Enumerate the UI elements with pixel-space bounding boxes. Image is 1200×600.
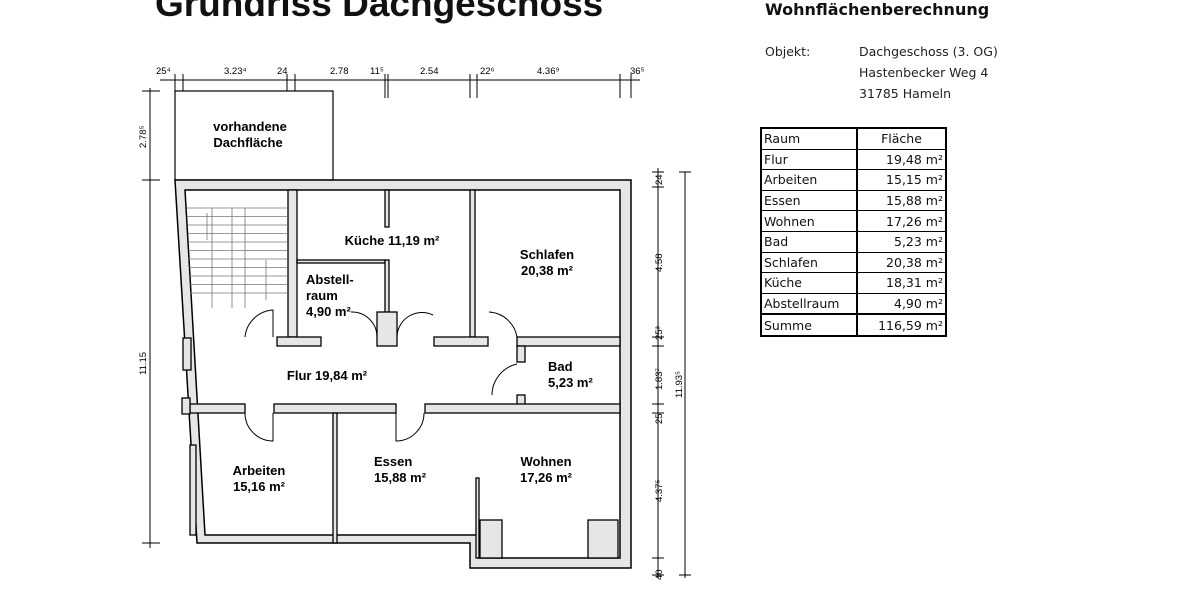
room-label-bad: Bad — [548, 359, 573, 374]
object-line: Dachgeschoss (3. OG) — [859, 44, 998, 59]
dim-label: 22⁶ — [480, 66, 495, 77]
floor-plan: 25⁴ 3.23⁴ 24 2.78 11⁵ 2.54 22⁶ 4.36⁹ 36⁵… — [138, 66, 691, 580]
dim-label: 11.93⁵ — [674, 371, 685, 398]
dimension-lines — [142, 74, 691, 578]
dimension-labels-left: 2.78⁵ 11.15 — [138, 126, 149, 375]
dim-label: 36⁵ — [630, 66, 645, 77]
total-label: Summe — [760, 313, 858, 337]
total-value: 116,59 m² — [856, 313, 947, 337]
dim-label: 11⁵ — [370, 66, 384, 77]
dim-label: 2.54 — [420, 66, 439, 77]
dim-label: 24 — [277, 66, 288, 77]
dim-label: 4.36⁹ — [537, 66, 560, 77]
dim-label: 2.78⁵ — [138, 126, 149, 148]
dimension-labels-top: 25⁴ 3.23⁴ 24 2.78 11⁵ 2.54 22⁶ 4.36⁹ 36⁵ — [156, 66, 645, 77]
area-cell: 4,90 m² — [856, 292, 947, 315]
dim-label: 3.23⁴ — [224, 66, 247, 77]
room-cell: Wohnen — [760, 210, 858, 232]
dim-label: 4.37⁵ — [654, 480, 665, 502]
room-cell: Flur — [760, 148, 858, 171]
dim-label: 40 — [654, 569, 665, 580]
room-label-abstell-area: 4,90 m² — [306, 304, 351, 319]
room-cell: Küche — [760, 272, 858, 294]
object-line: 31785 Hameln — [859, 86, 952, 101]
header-cell: Raum — [760, 127, 858, 150]
roof-area-label: Dachfläche — [213, 135, 282, 150]
room-label-wohnen: Wohnen — [520, 454, 571, 469]
door-swings — [244, 309, 518, 442]
dim-label: 1.83⁷ — [654, 368, 665, 390]
area-cell: 18,31 m² — [856, 272, 947, 294]
room-cell: Arbeiten — [760, 169, 858, 191]
dim-label: 25³ — [654, 326, 665, 340]
area-cell: 20,38 m² — [856, 251, 947, 274]
header-cell: Fläche — [856, 127, 947, 150]
dim-label: 2.78 — [330, 66, 349, 77]
room-labels: Küche 11,19 m² Schlafen 20,38 m² Abstell… — [233, 233, 594, 494]
room-label-schlafen: Schlafen — [520, 247, 574, 262]
area-cell: 15,15 m² — [856, 169, 947, 191]
room-cell: Essen — [760, 189, 858, 212]
room-label-essen-area: 15,88 m² — [374, 470, 427, 485]
room-label-schlafen-area: 20,38 m² — [521, 263, 574, 278]
object-label: Objekt: — [765, 44, 811, 59]
room-label-bad-area: 5,23 m² — [548, 375, 593, 390]
room-label-arbeiten-area: 15,16 m² — [233, 479, 286, 494]
room-label-essen: Essen — [374, 454, 412, 469]
dim-label: 24 — [654, 174, 665, 185]
area-cell: 5,23 m² — [856, 230, 947, 253]
area-cell: 19,48 m² — [856, 148, 947, 171]
dim-label: 25 — [654, 413, 665, 424]
staircase — [187, 207, 287, 308]
room-label-wohnen-area: 17,26 m² — [520, 470, 573, 485]
dim-label: 25⁴ — [156, 66, 171, 77]
object-line: Hastenbecker Weg 4 — [859, 65, 989, 80]
room-label-arbeiten: Arbeiten — [233, 463, 286, 478]
calculation-title: Wohnflächenberechnung — [765, 0, 990, 19]
dim-label: 11.15 — [138, 352, 149, 375]
room-cell: Abstellraum — [760, 292, 858, 315]
area-cell: 15,88 m² — [856, 189, 947, 212]
roof-area-label: vorhandene — [213, 119, 287, 134]
dimension-labels-right: 24 4.58 25³ 1.83⁷ 25 4.37⁵ 40 11.93⁵ — [654, 174, 685, 580]
dim-label: 4.58 — [654, 254, 665, 273]
room-cell: Schlafen — [760, 251, 858, 274]
room-cell: Bad — [760, 230, 858, 253]
page-title: Grundriss Dachgeschoss — [155, 0, 604, 24]
roof-area — [174, 90, 334, 181]
interior-walls — [181, 189, 621, 559]
room-label-kueche: Küche 11,19 m² — [345, 233, 440, 248]
room-label-flur: Flur 19,84 m² — [287, 368, 368, 383]
room-label-abstell: raum — [306, 288, 338, 303]
room-label-abstell: Abstell- — [306, 272, 354, 287]
area-cell: 17,26 m² — [856, 210, 947, 232]
table-header: Raum Fläche — [760, 127, 947, 150]
